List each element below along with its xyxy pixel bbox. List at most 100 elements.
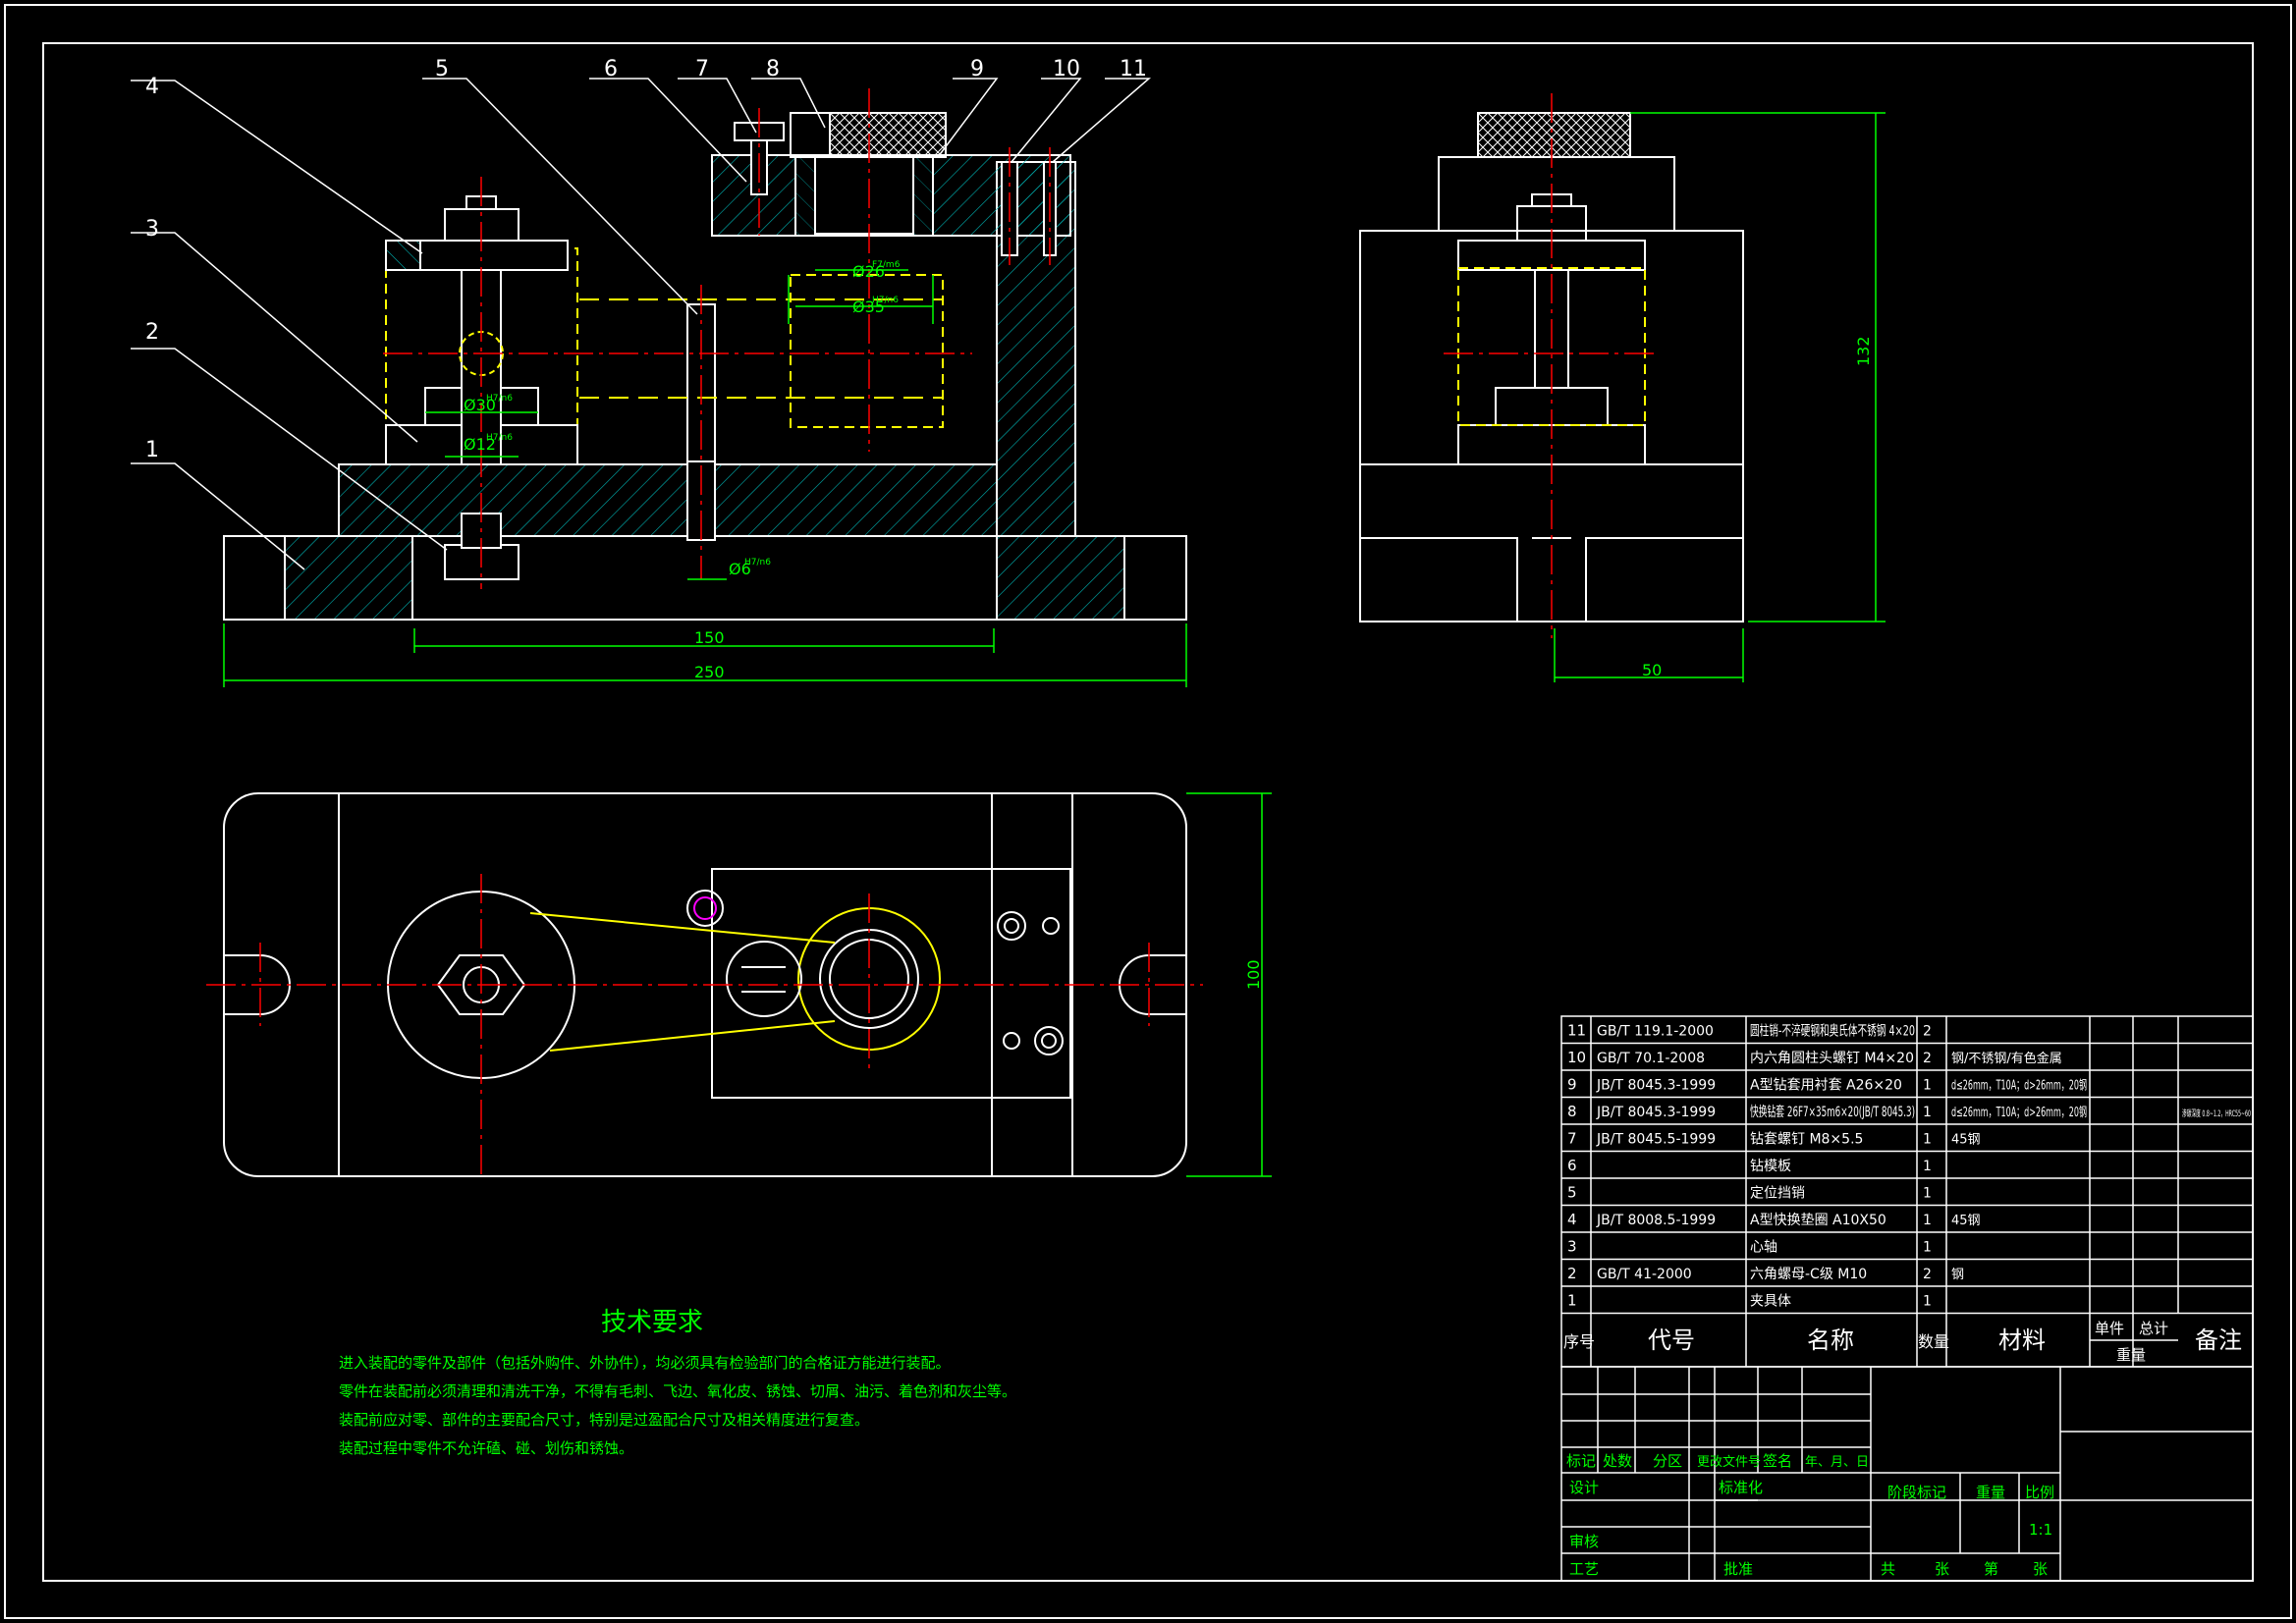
- base-hatch-right: [996, 535, 1125, 621]
- tb-zone: 分区: [1653, 1452, 1682, 1470]
- bom-cell-no: 8: [1567, 1103, 1577, 1120]
- tech-line-1: 进入装配的零件及部件（包括外购件、外协件），均必须具有检验部门的合格证方能进行装…: [339, 1354, 951, 1372]
- fit-d6: Ø6: [729, 560, 751, 578]
- bom-h-note: 备注: [2195, 1326, 2242, 1354]
- tb-review: 审核: [1569, 1533, 1599, 1550]
- dim-100: 100: [1244, 959, 1263, 990]
- base-hatch-left: [284, 535, 413, 621]
- tb-sheet-unit2: 张: [2033, 1560, 2048, 1578]
- tb-weight: 重量: [1976, 1484, 2005, 1501]
- bom-cell-no: 7: [1567, 1130, 1577, 1148]
- bom-cell-name: 钻模板: [1750, 1159, 1791, 1174]
- bom-cell-qty: 1: [1923, 1294, 1932, 1310]
- inner-frame: [42, 42, 2254, 1582]
- balloon-7: 7: [695, 57, 709, 81]
- bom-cell-no: 1: [1567, 1292, 1577, 1310]
- bom-cell-no: 4: [1567, 1211, 1577, 1228]
- bom-cell-code: JB/T 8045.5-1999: [1596, 1132, 1716, 1148]
- fit-d12: Ø12: [464, 435, 496, 454]
- front-dimensions: [223, 269, 1187, 687]
- tech-line-4: 装配过程中零件不允许磕、碰、划伤和锈蚀。: [339, 1439, 633, 1457]
- balloon-11: 11: [1120, 57, 1147, 81]
- dim-150: 150: [694, 628, 725, 647]
- title-block-text: 标记 处数 分区 更改文件号 签名 年、月、日 设计 标准化 阶段标记 重量 比…: [1566, 1452, 2054, 1578]
- bom-table: [1560, 1015, 2254, 1368]
- bom-cell-material: d≤26mm，T10A；d>26mm，20钢: [1951, 1079, 2087, 1094]
- bom-cell-name: A型快换垫圈 A10X50: [1750, 1212, 1886, 1228]
- dim-132: 132: [1854, 336, 1873, 366]
- front-dim-text: 150 250 Ø26 F7/m6 Ø35 H7/n6 Ø30 H7/n6 Ø1…: [464, 260, 901, 681]
- title-block: [1560, 1366, 2254, 1582]
- tb-sheet-no: 第: [1984, 1560, 1998, 1578]
- balloon-labels: 4 3 2 1 5 6 7 8 9 10 11: [145, 57, 1147, 462]
- balloon-8: 8: [766, 57, 780, 81]
- bom-cell-no: 5: [1567, 1184, 1577, 1202]
- fit-d30: Ø30: [464, 396, 496, 414]
- bom-cell-qty: 1: [1923, 1105, 1932, 1120]
- bom-cell-material: d≤26mm，T10A；d>26mm，20钢: [1951, 1106, 2087, 1120]
- bom-cell-qty: 1: [1923, 1132, 1932, 1148]
- top-centerlines: [206, 874, 1203, 1178]
- bom-cell-qty: 1: [1923, 1186, 1932, 1202]
- bom-cell-code: GB/T 119.1-2000: [1597, 1024, 1714, 1040]
- bom-cell-name: 钻套螺钉 M8×5.5: [1750, 1132, 1863, 1148]
- bom-cell-no: 2: [1567, 1265, 1577, 1282]
- bom-h-unit: 单件: [2095, 1320, 2124, 1337]
- bom-cell-name: 心轴: [1750, 1240, 1777, 1256]
- bom-cell-material: 钢/不锈钢/有色金属: [1951, 1051, 2062, 1066]
- bom-cell-qty: 1: [1923, 1213, 1932, 1228]
- tb-count: 处数: [1603, 1452, 1632, 1470]
- fit-d26-tol: F7/m6: [872, 260, 901, 270]
- bom-cell-name: 定位挡销: [1750, 1186, 1805, 1202]
- balloon-9: 9: [970, 57, 984, 81]
- dim-50: 50: [1642, 661, 1662, 679]
- tb-sheets-unit: 张: [1935, 1560, 1949, 1578]
- bom-cell-code: GB/T 41-2000: [1597, 1267, 1692, 1282]
- tb-approve: 批准: [1723, 1560, 1753, 1578]
- balloon-3: 3: [145, 217, 159, 242]
- bom-cell-qty: 2: [1923, 1024, 1932, 1040]
- fit-d12-tol: H7/n6: [486, 433, 513, 443]
- top-dimensions: [1186, 792, 1272, 1177]
- bom-h-total: 总计: [2139, 1320, 2168, 1337]
- bom-cell-code: JB/T 8045.3-1999: [1596, 1105, 1716, 1120]
- bom-cell-name: 夹具体: [1750, 1294, 1791, 1310]
- bom-cell-no: 11: [1567, 1022, 1586, 1040]
- bom-cell-no: 6: [1567, 1157, 1577, 1174]
- tb-scale-value: 1:1: [2029, 1521, 2052, 1539]
- tb-standardize: 标准化: [1719, 1479, 1763, 1496]
- bom-cell-qty: 2: [1923, 1051, 1932, 1066]
- tech-title: 技术要求: [601, 1308, 703, 1337]
- balloon-2: 2: [145, 320, 159, 345]
- bom-cell-qty: 1: [1923, 1240, 1932, 1256]
- bom-header: 序号 代号 名称 数量 材料 单件 总计 重量 备注: [1563, 1320, 2242, 1364]
- bom-cell-code: JB/T 8045.3-1999: [1596, 1078, 1716, 1094]
- bom-h-qty: 数量: [1918, 1332, 1949, 1351]
- bom-cell-note: 渗碳深度 0.8~1.2，HRC55~60: [2182, 1108, 2251, 1119]
- bom-cell-name: A型钻套用衬套 A26×20: [1750, 1078, 1902, 1094]
- outer-frame: [4, 4, 2292, 1619]
- fit-d6-tol: H7/n6: [744, 558, 771, 568]
- bom-h-name: 名称: [1807, 1326, 1854, 1354]
- balloon-4: 4: [145, 75, 159, 99]
- balloon-6: 6: [604, 57, 618, 81]
- bom-h-material: 材料: [1998, 1326, 2046, 1354]
- side-centerlines: [1444, 93, 1660, 638]
- tb-doc-no: 更改文件号: [1697, 1455, 1761, 1470]
- bom-cell-code: JB/T 8008.5-1999: [1596, 1213, 1716, 1228]
- bom-cell-no: 9: [1567, 1076, 1577, 1094]
- bom-cell-qty: 1: [1923, 1078, 1932, 1094]
- bom-cell-qty: 1: [1923, 1159, 1932, 1174]
- bom-cell-material: 钢: [1951, 1268, 1964, 1282]
- bom-cell-material: 45钢: [1951, 1133, 1981, 1148]
- leaders: [131, 78, 1152, 570]
- bom-h-no: 序号: [1563, 1332, 1595, 1351]
- bom-cell-name: 六角螺母-C级 M10: [1750, 1267, 1867, 1282]
- front-centerlines: [383, 88, 1051, 589]
- tb-total-sheets: 共: [1881, 1560, 1895, 1578]
- fit-d30-tol: H7/n6: [486, 394, 513, 404]
- bom-cell-name: 圆柱销-不淬硬钢和奥氏体不锈钢 4×20: [1750, 1023, 1915, 1040]
- tb-scale: 比例: [2025, 1484, 2054, 1501]
- tb-date: 年、月、日: [1805, 1455, 1869, 1470]
